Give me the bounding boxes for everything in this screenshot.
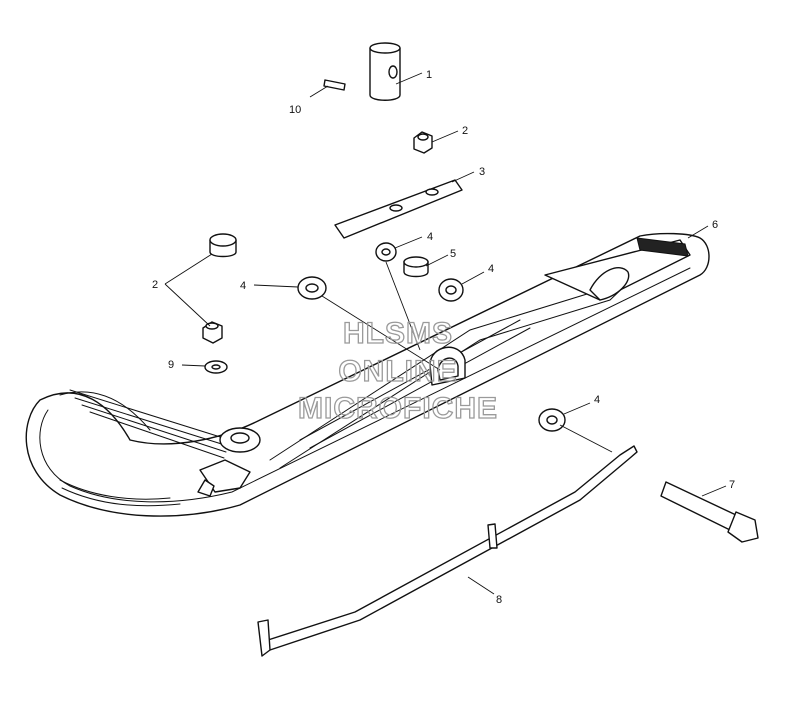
callout-9: 9	[168, 359, 174, 371]
washer-4-d	[538, 408, 566, 432]
callout-4-right: 4	[488, 263, 494, 275]
plate	[334, 179, 463, 239]
watermark: HLSMS ONLINE MICROFICHE	[297, 316, 498, 425]
spindle	[369, 42, 401, 101]
callout-6: 6	[712, 219, 718, 231]
callout-2-top: 2	[462, 125, 468, 137]
bushing	[403, 256, 429, 278]
callout-5: 5	[450, 248, 456, 260]
watermark-line-3: MICROFICHE	[298, 392, 498, 425]
wear-bar	[257, 445, 638, 657]
leader-lines	[164, 72, 727, 595]
callout-4-top: 4	[427, 231, 433, 243]
callout-2-left: 2	[152, 279, 158, 291]
callout-7: 7	[729, 479, 735, 491]
bolt	[660, 481, 759, 543]
callout-3: 3	[479, 166, 485, 178]
washer-9	[204, 360, 228, 374]
nut-lower	[202, 321, 223, 344]
callout-1: 1	[426, 69, 432, 81]
washer-4-b	[375, 242, 397, 262]
watermark-line-1: HLSMS	[343, 317, 453, 350]
nut-top	[413, 131, 433, 154]
callout-10: 10	[289, 104, 301, 116]
callout-4-bottom: 4	[594, 394, 600, 406]
watermark-line-2: ONLINE	[338, 355, 457, 388]
spacer-left	[209, 233, 237, 258]
pin	[323, 79, 346, 91]
washer-4-a	[297, 276, 327, 300]
washer-4-c	[438, 278, 464, 302]
ski-body	[25, 232, 710, 517]
callout-4-left: 4	[240, 280, 246, 292]
callout-8: 8	[496, 594, 502, 606]
callouts: 1 2 2 3 4 4 4 4 5 6 7 8 9 10	[152, 69, 735, 606]
